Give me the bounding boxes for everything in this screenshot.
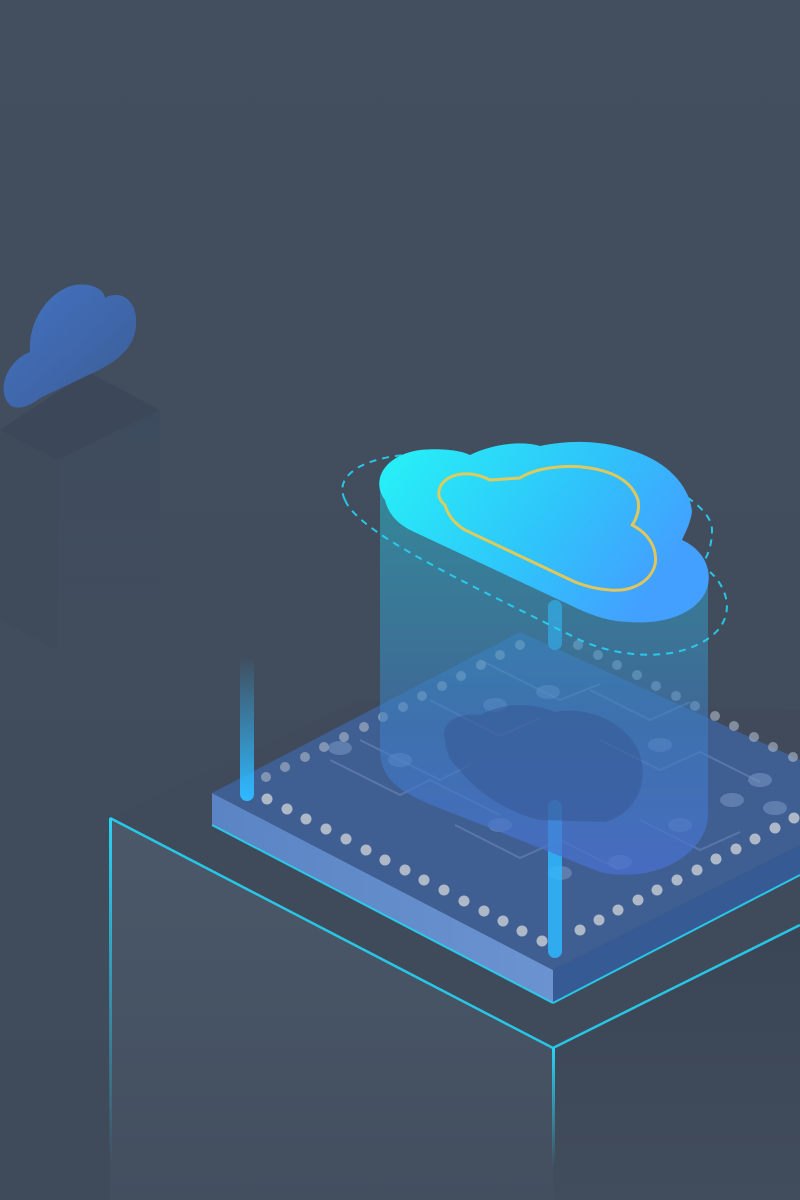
background-cloud-block <box>0 284 160 700</box>
chip-pin-dots <box>261 793 800 947</box>
cloud-icon <box>379 441 709 623</box>
cloud-outline-icon <box>437 464 658 592</box>
main-cloud-hologram <box>341 441 728 875</box>
background-cloud-icon <box>3 284 137 408</box>
